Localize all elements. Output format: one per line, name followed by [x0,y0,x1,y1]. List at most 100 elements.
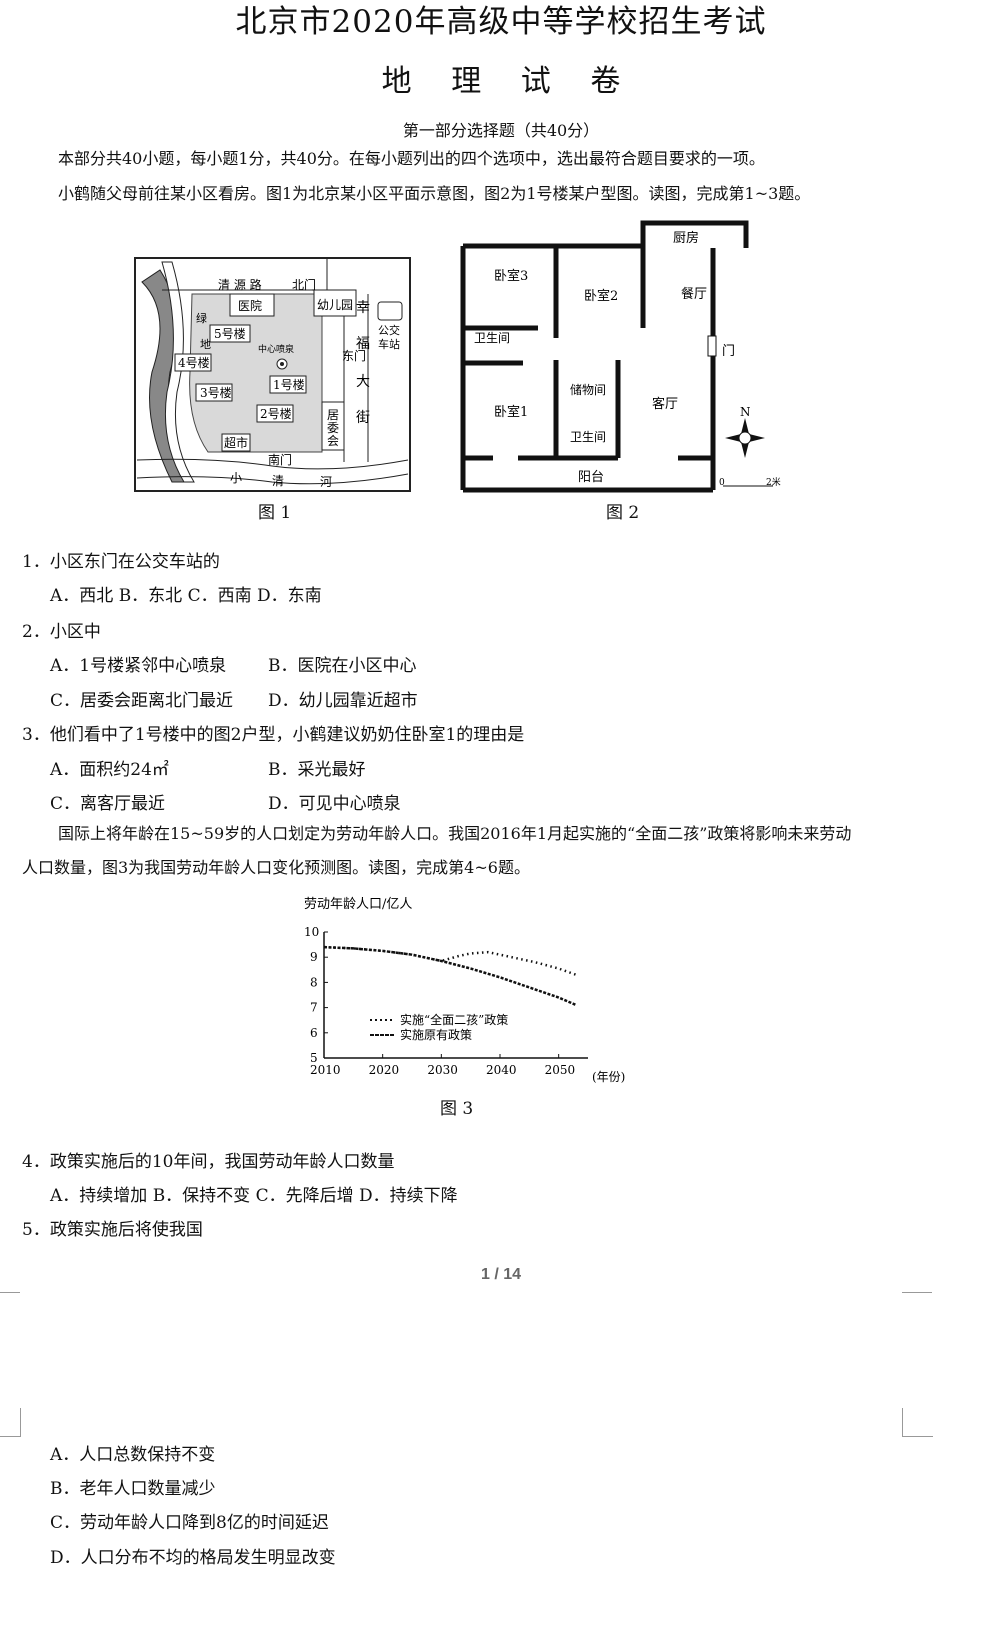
y-tick-label: 9 [310,950,318,964]
question-options: A．持续增加 B．保持不变 C．先降后增 D．持续下降 [50,1181,458,1206]
option[interactable]: A．持续增加 [50,1186,148,1206]
label-building-1: 1号楼 [273,377,305,392]
question-stem: 1．小区东门在公交车站的 [22,552,220,572]
label-street-char: 福 [356,336,370,352]
figure1-caption: 图 1 [258,503,292,523]
option[interactable]: B．采光最好 [268,760,366,780]
option[interactable]: D．持续下降 [359,1186,458,1206]
y-tick-label: 7 [310,1001,318,1015]
label-north: N [740,405,751,419]
chart-ylabel: 劳动年龄人口/亿人 [304,896,412,912]
option[interactable]: D．东南 [257,586,322,606]
label-scale-two: 2米 [766,476,781,488]
label-bedroom2: 卧室2 [584,288,618,304]
chart-xlabel: (年份) [592,1070,625,1084]
x-tick-label: 2050 [545,1063,576,1077]
subject-char: 试 [520,64,551,99]
option[interactable]: C．西南 [187,586,252,606]
page-number: 1 / 14 [480,1266,522,1283]
label-committee: 会 [327,434,339,448]
question-stem: 4．政策实施后的10年间，我国劳动年龄人口数量 [22,1152,395,1172]
option[interactable]: B．医院在小区中心 [268,656,417,676]
label-door: 门 [722,344,735,359]
option[interactable]: B．保持不变 [152,1186,251,1206]
label-street-char: 幸 [356,300,370,316]
figure1-community-map: 清 源 路 北门 医院 幼儿园 绿 地 5号楼 4号楼 3号楼 1号楼 2号楼 … [134,257,411,492]
y-tick-label: 5 [310,1051,318,1065]
label-bus-stop: 车站 [378,337,400,351]
instructions: 本部分共40小题，每小题1分，共40分。在每小题列出的四个选项中，选出最符合题目… [58,149,765,168]
label-building-5: 5号楼 [214,326,246,341]
option[interactable]: D．人口分布不均的格局发生明显改变 [50,1548,336,1568]
y-tick-label: 6 [310,1026,318,1040]
label-bathroom1: 卫生间 [474,331,510,345]
figure3-caption: 图 3 [440,1099,474,1119]
series-line-two-child-policy [323,945,577,977]
label-bathroom2: 卫生间 [570,430,606,444]
x-tick-label: 2040 [486,1063,517,1077]
series-line-original-policy [323,945,577,1007]
legend-label: 实施“全面二孩”政策 [400,1012,508,1027]
option[interactable]: A．人口总数保持不变 [50,1445,216,1465]
option[interactable]: A．西北 [50,586,114,606]
figure2-floor-plan: 厨房 卧室3 卧室2 餐厅 卫生间 门 储物间 客厅 卧室1 卫生间 阳台 N … [460,220,781,493]
question-stem: 2．小区中 [22,622,101,642]
page-corner-mark [0,1408,21,1437]
label-river: 清 [272,474,284,488]
option[interactable]: D．可见中心喷泉 [268,794,401,814]
label-north-gate: 北门 [292,277,316,292]
figure3-chart: 劳动年龄人口/亿人 (年份) 2010 2020 2030 2040 2050 5 6 7 8 9… [304,896,625,1084]
label-bedroom1: 卧室1 [494,404,528,420]
subject-title: 地 理 试 卷 [0,56,1002,100]
label-building-3: 3号楼 [200,385,232,400]
label-hospital: 医院 [238,299,262,313]
option[interactable]: C．劳动年龄人口降到8亿的时间延迟 [50,1513,329,1533]
option[interactable]: A．面积约24㎡ [50,760,169,780]
label-kitchen: 厨房 [673,230,699,246]
label-east-gate: 东门 [342,348,366,363]
option[interactable]: A．1号楼紧邻中心喷泉 [50,656,227,676]
label-bedroom3: 卧室3 [494,268,528,284]
y-tick-label: 8 [310,975,318,989]
y-tick-label: 10 [304,925,319,939]
option[interactable]: B．老年人口数量减少 [50,1479,216,1499]
label-green: 绿 [196,311,207,325]
intro2-line2: 人口数量，图3为我国劳动年龄人口变化预测图。读图，完成第4~6题。 [22,858,530,877]
option[interactable]: C．居委会距离北门最近 [50,691,234,711]
question-stem: 5．政策实施后将使我国 [22,1220,203,1240]
label-scale-zero: 0 [719,478,725,488]
label-river: 河 [320,475,332,489]
label-street-char: 街 [356,410,370,426]
label-committee: 委 [327,421,339,435]
label-river: 小 [230,471,242,485]
label-building-2: 2号楼 [260,406,292,421]
label-kindergarten: 幼儿园 [317,298,353,312]
label-dining: 餐厅 [681,286,707,302]
x-tick-label: 2010 [310,1063,341,1077]
legend-label: 实施原有政策 [400,1027,472,1042]
scenario-text: 小鹤随父母前往某小区看房。图1为北京某小区平面示意图，图2为1号楼某户型图。读图… [58,184,811,203]
section-heading: 第一部分选择题（共40分） [402,121,600,140]
figure2-caption: 图 2 [606,503,640,523]
option[interactable]: C．离客厅最近 [50,794,166,814]
option[interactable]: D．幼儿园靠近超市 [268,691,418,711]
label-building-4: 4号楼 [178,355,210,370]
question-options: A．西北 B．东北 C．西南 D．东南 [50,581,322,606]
x-tick-label: 2020 [369,1063,400,1077]
page-corner-mark [902,1292,932,1293]
x-tick-label: 2030 [427,1063,458,1077]
compass-icon [725,418,765,458]
label-committee: 居 [327,408,339,422]
exam-title: 北京市2020年高级中等学校招生考试 [235,4,767,40]
label-living-room: 客厅 [652,396,678,412]
label-supermarket: 超市 [224,435,248,450]
page-corner-mark [902,1408,933,1437]
label-bus-stop: 公交 [378,323,400,337]
option[interactable]: C．先降后增 [255,1186,354,1206]
option[interactable]: B．东北 [118,586,183,606]
subject-char: 卷 [590,64,621,99]
question-stem: 3．他们看中了1号楼中的图2户型，小鹤建议奶奶住卧室1的理由是 [22,725,525,745]
label-fountain: 中心喷泉 [258,343,294,355]
label-green: 地 [200,338,211,351]
label-road-north: 清 源 路 [218,277,262,292]
